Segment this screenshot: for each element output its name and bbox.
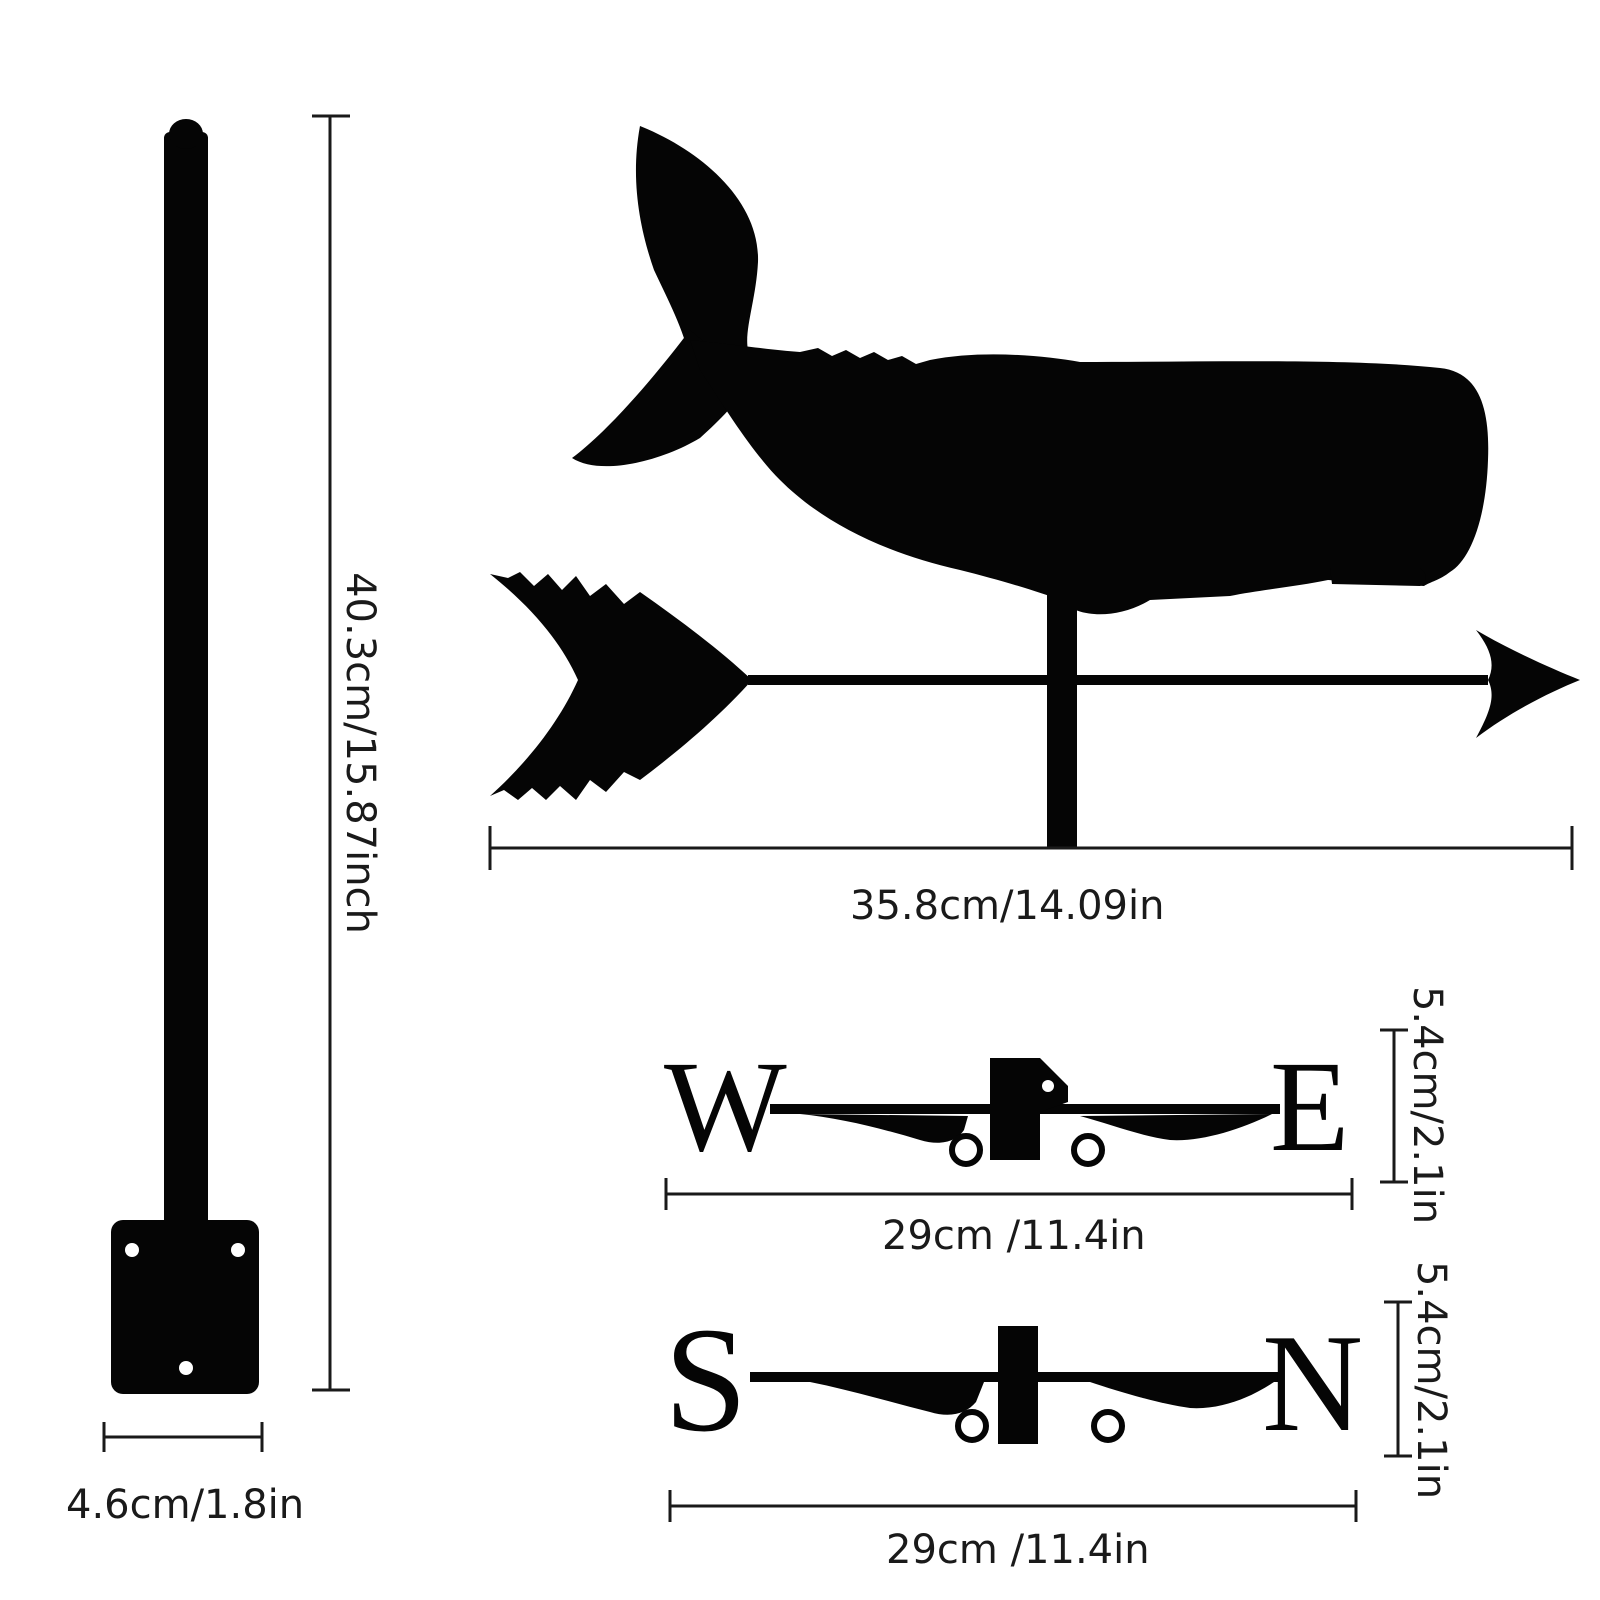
sn-height-dimension-line [1384, 1300, 1412, 1458]
letter-s: S [664, 1297, 747, 1463]
arrow-silhouette [490, 572, 1580, 800]
sn-width-label: 29cm /11.4in [886, 1527, 1150, 1573]
vane-width-label: 35.8cm/14.09in [850, 883, 1165, 929]
pole-base-width-label: 4.6cm/1.8in [66, 1482, 305, 1528]
mounting-pole [164, 119, 208, 1332]
vane-mast [1047, 582, 1077, 848]
vane-width-dimension-line [488, 826, 1574, 870]
we-height-dimension-line [1380, 1028, 1408, 1184]
pole-height-dimension-line [312, 114, 350, 1392]
pole-base-plate [111, 1220, 259, 1394]
we-width-label: 29cm /11.4in [882, 1213, 1146, 1259]
sn-width-dimension-line [668, 1490, 1358, 1522]
we-height-label: 5.4cm/2.1in [1404, 985, 1450, 1225]
west-east-bar [770, 1058, 1280, 1167]
letter-e: E [1270, 1035, 1349, 1179]
sn-height-label: 5.4cm/2.1in [1408, 1260, 1454, 1500]
we-width-dimension-line [664, 1178, 1354, 1210]
south-north-bar [750, 1326, 1280, 1444]
pole-height-label: 40.3cm/15.87inch [337, 572, 383, 934]
letter-n: N [1262, 1306, 1363, 1461]
pole-base-width-dimension-line [102, 1422, 264, 1452]
whale-silhouette [572, 126, 1489, 615]
letter-w: W [664, 1035, 787, 1179]
